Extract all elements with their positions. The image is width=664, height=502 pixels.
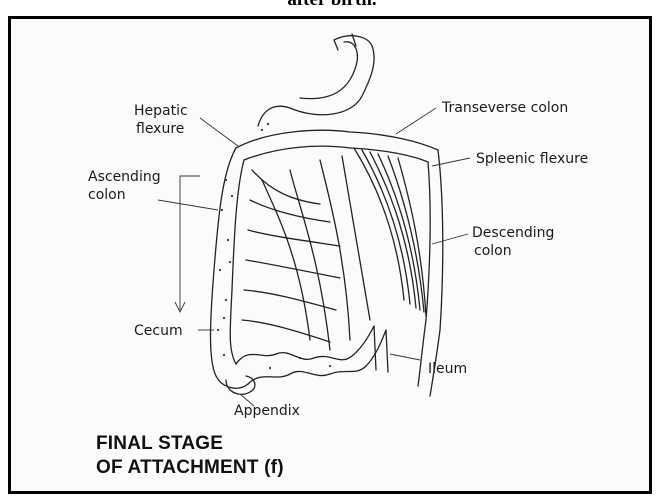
label-cecum: Cecum — [134, 322, 183, 340]
stage-title-line1: FINAL STAGE — [96, 432, 284, 456]
label-ascending-colon: Ascending colon — [88, 168, 161, 204]
cecum — [216, 376, 248, 388]
ascending-colon — [211, 148, 237, 376]
label-hepatic-line2: flexure — [136, 120, 188, 138]
label-hepatic-flexure: Hepatic flexure — [134, 102, 188, 138]
label-ascending-line1: Ascending — [88, 168, 161, 186]
label-transverse-colon: Transeverse colon — [442, 99, 568, 117]
stage-title-line2: OF ATTACHMENT (f) — [96, 456, 284, 480]
label-descending-colon: Descending colon — [472, 224, 554, 260]
label-appendix: Appendix — [234, 402, 300, 420]
label-hepatic-line1: Hepatic — [134, 102, 188, 120]
ileum — [236, 326, 374, 364]
label-ascending-line2: colon — [88, 186, 161, 204]
label-ileum: Ileum — [428, 360, 467, 378]
appendix — [226, 376, 255, 394]
label-splenic-flexure: Spleenic flexure — [476, 150, 588, 168]
label-descending-line2: colon — [474, 242, 554, 260]
stage-title: FINAL STAGE OF ATTACHMENT (f) — [96, 432, 284, 480]
label-descending-line1: Descending — [472, 224, 554, 242]
